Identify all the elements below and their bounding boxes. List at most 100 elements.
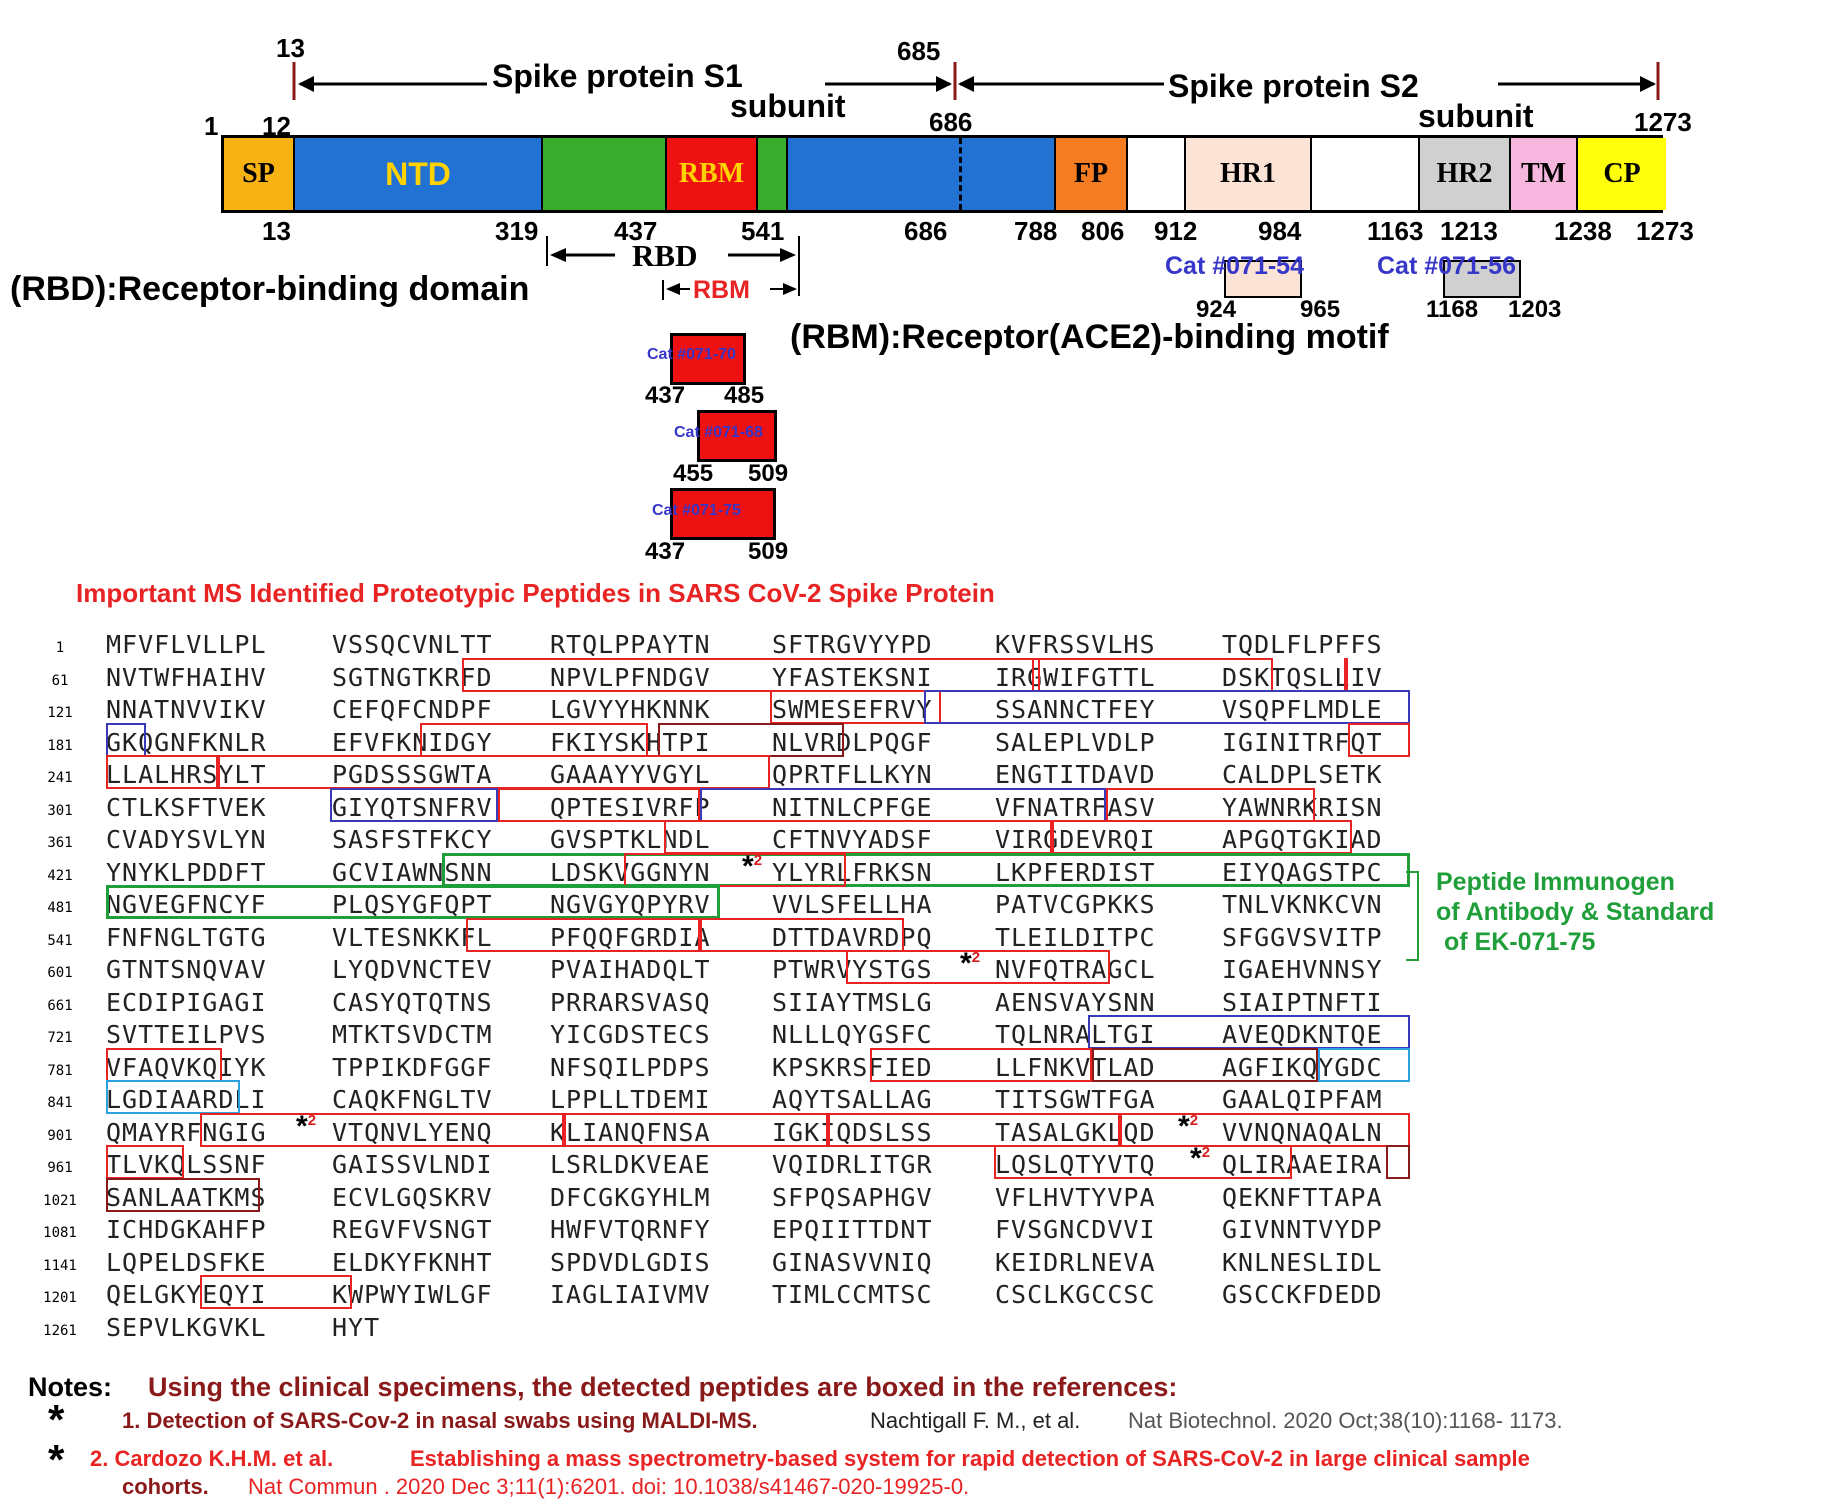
- sequence-chunk: TNLVKNKCVN: [1222, 890, 1383, 919]
- sequence-chunk: DTTDAVRDPQ: [772, 922, 933, 952]
- sequence-chunk: CEFQFCNDPF: [332, 695, 493, 724]
- label-1: 1: [204, 111, 219, 141]
- sequence-chunk: KVFRSSVLHS: [995, 630, 1156, 659]
- boundary-437: 437: [614, 216, 658, 246]
- sequence-chunk: LLFNKVTLAD: [995, 1052, 1156, 1082]
- rbd-arrowhead-right: [780, 248, 796, 262]
- sequence-chunk: ECDIPIGAGI: [106, 987, 267, 1017]
- cat-071-70-label: Cat #071-70: [647, 346, 736, 363]
- sequence-chunk: IGINITRFQT: [1222, 727, 1383, 757]
- sequence-chunk: AQYTSALLAG: [772, 1085, 933, 1114]
- sequence-chunk: CAQKFNGLTV: [332, 1085, 493, 1114]
- cat-071-56-label: Cat #071-56: [1377, 252, 1516, 280]
- sequence-chunk: VFLHVTYVPA: [995, 1182, 1156, 1212]
- sequence-chunk: TITSGWTFGA: [995, 1085, 1156, 1114]
- sequence-chunk: PVAIHADQLT: [550, 955, 711, 984]
- sequence-chunk: LQSLQTYVTQ: [995, 1150, 1156, 1179]
- domain-rbm: RBM: [667, 138, 758, 210]
- sequence-title: Important MS Identified Proteotypic Pept…: [76, 578, 995, 608]
- cat-071-56-start: 1168: [1426, 296, 1479, 323]
- sequence-chunk: NITNLCPFGE: [772, 792, 933, 822]
- domain-segment-7: [1128, 138, 1186, 210]
- domain-tm: TM: [1511, 138, 1578, 210]
- sequence-chunk: TQLNRALTGI: [995, 1020, 1156, 1049]
- rbm-arrowhead-right: [783, 283, 797, 295]
- sequence-chunk: SWMESEFRVY: [772, 695, 933, 724]
- domain-ntd: NTD: [295, 138, 543, 210]
- domain-hr1: HR1: [1186, 138, 1312, 210]
- sequence-index: 961: [47, 1160, 73, 1176]
- sequence-chunk: EPQIITTDNT: [772, 1215, 933, 1244]
- sequence-chunk: LGDIAARDLI: [106, 1085, 267, 1114]
- sequence-chunk: YAWNRKRISN: [1222, 792, 1383, 822]
- sequence-chunk: MFVFLVLLPL: [106, 630, 267, 659]
- sequence-chunk: CFTNVYADSF: [772, 825, 933, 854]
- sequence-chunk: FVSGNCDVVI: [995, 1215, 1156, 1244]
- sequence-chunk: SFGGVSVITP: [1222, 922, 1383, 952]
- sequence-chunk: GVSPTKLNDL: [550, 825, 711, 854]
- ref1-authors: Nachtigall F. M., et al.: [870, 1408, 1081, 1433]
- rbm-label: RBM: [693, 276, 750, 304]
- s2-arrowhead-left: [958, 76, 974, 92]
- sequence-chunk: VIRGDEVRQI: [995, 825, 1156, 854]
- s1-subtitle: subunit: [730, 88, 846, 124]
- cat-071-75-start: 437: [645, 538, 686, 565]
- sequence-chunk: QLIRAAEIRA: [1222, 1150, 1383, 1179]
- sequence-chunk: QPTESIVRFP: [550, 792, 711, 822]
- sequence-chunk: KNLNESLIDL: [1222, 1247, 1383, 1277]
- sequence-index: 121: [47, 705, 73, 721]
- cat-071-68-start: 455: [673, 460, 714, 487]
- immunogen-line-2: of Antibody & Standard: [1436, 898, 1715, 926]
- sequence-chunk: FKIYSKHTPI: [550, 727, 711, 757]
- sequence-chunk: VFAQVKQIYK: [106, 1052, 267, 1082]
- sequence-chunk: PATVCGPKKS: [995, 890, 1156, 919]
- s2-subtitle: subunit: [1418, 98, 1534, 134]
- sequence-chunk: KWPWYIWLGF: [332, 1280, 493, 1309]
- sequence-chunk: LQPELDSFKE: [106, 1247, 267, 1277]
- cat-071-54-end: 965: [1300, 296, 1341, 323]
- sequence-chunk: IAGLIAIVMV: [550, 1280, 711, 1309]
- sequence-index: 61: [51, 672, 69, 689]
- sequence-chunk: VLTESNKKFL: [332, 922, 493, 952]
- diagram-arrows: [292, 62, 1660, 300]
- sequence-chunk: VQIDRLITGR: [772, 1150, 933, 1179]
- sequence-chunk: QEKNFTTAPA: [1222, 1182, 1383, 1212]
- label-685: 685: [897, 36, 941, 66]
- boundary-1273: 1273: [1636, 216, 1694, 246]
- rbd-definition: (RBD):Receptor-binding domain: [10, 270, 530, 308]
- s1-arrowhead-right: [936, 76, 952, 92]
- sequence-index: 1201: [43, 1290, 77, 1306]
- sequence-chunk: GAISSVLNDI: [332, 1150, 493, 1179]
- sequence-chunk: YLYRLFRKSN: [772, 857, 933, 887]
- sequence-chunk: VSQPFLMDLE: [1222, 695, 1383, 724]
- sequence-chunk: TIMLCCMTSC: [772, 1280, 933, 1309]
- boundary-319: 319: [495, 216, 539, 246]
- sequence-chunk: GAAAYYVGYL: [550, 760, 711, 789]
- sequence-chunk: ELDKYFKNHT: [332, 1247, 493, 1277]
- immunogen-line-1: Peptide Immunogen: [1436, 868, 1675, 896]
- sequence-chunk: IRGWIFGTTL: [995, 662, 1156, 692]
- sequence-chunk: SASFSTFKCY: [332, 825, 493, 854]
- boundary-1213: 1213: [1440, 216, 1498, 246]
- boundary-686: 686: [904, 216, 948, 246]
- s2-arrowhead-right: [1640, 76, 1656, 92]
- boundary-13: 13: [262, 216, 291, 246]
- sequence-chunk: GIVNNTVYDP: [1222, 1215, 1383, 1244]
- sequence-chunk: KLIANQFNSA: [550, 1117, 711, 1147]
- sequence-chunk: LLALHRSYLT: [106, 760, 267, 789]
- sequence-chunk: FNFNGLTGTG: [106, 922, 267, 952]
- sequence-chunk: PRRARSVASQ: [550, 987, 711, 1017]
- sequence-chunk: NGVGYQPYRV: [550, 890, 711, 919]
- rbd-label: RBD: [632, 238, 698, 273]
- domain-sp: SP: [224, 138, 295, 210]
- sequence-chunk: PFQQFGRDIA: [550, 922, 711, 952]
- cat-071-54-label: Cat #071-54: [1165, 252, 1304, 280]
